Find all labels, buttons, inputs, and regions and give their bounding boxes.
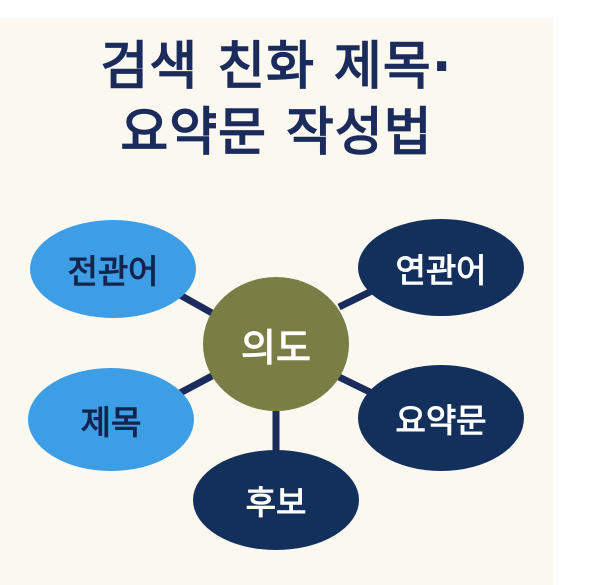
node-bottom-left-label: 제목	[80, 402, 142, 442]
node-top-right-label: 연관어	[395, 250, 487, 290]
title-line-2: 요약문 작성법	[120, 103, 433, 163]
node-top-left: 전관어	[30, 220, 196, 318]
diagram-title: 검색 친화 제목· 요약문 작성법	[0, 34, 553, 166]
node-center: 의도	[203, 277, 349, 411]
node-bottom: 후보	[193, 450, 359, 550]
node-top-right: 연관어	[358, 219, 524, 316]
node-top-left-label: 전관어	[67, 252, 159, 291]
node-center-label: 의도	[241, 325, 311, 370]
connector-center-top-left	[178, 291, 214, 317]
node-bottom-right: 요약문	[358, 365, 524, 471]
title-line-1: 검색 친화 제목·	[100, 37, 453, 97]
connector-center-bottom-left	[178, 372, 214, 397]
node-bottom-left: 제목	[28, 368, 194, 471]
node-bottom-right-label: 요약문	[395, 401, 487, 440]
node-bottom-label: 후보	[245, 483, 307, 522]
